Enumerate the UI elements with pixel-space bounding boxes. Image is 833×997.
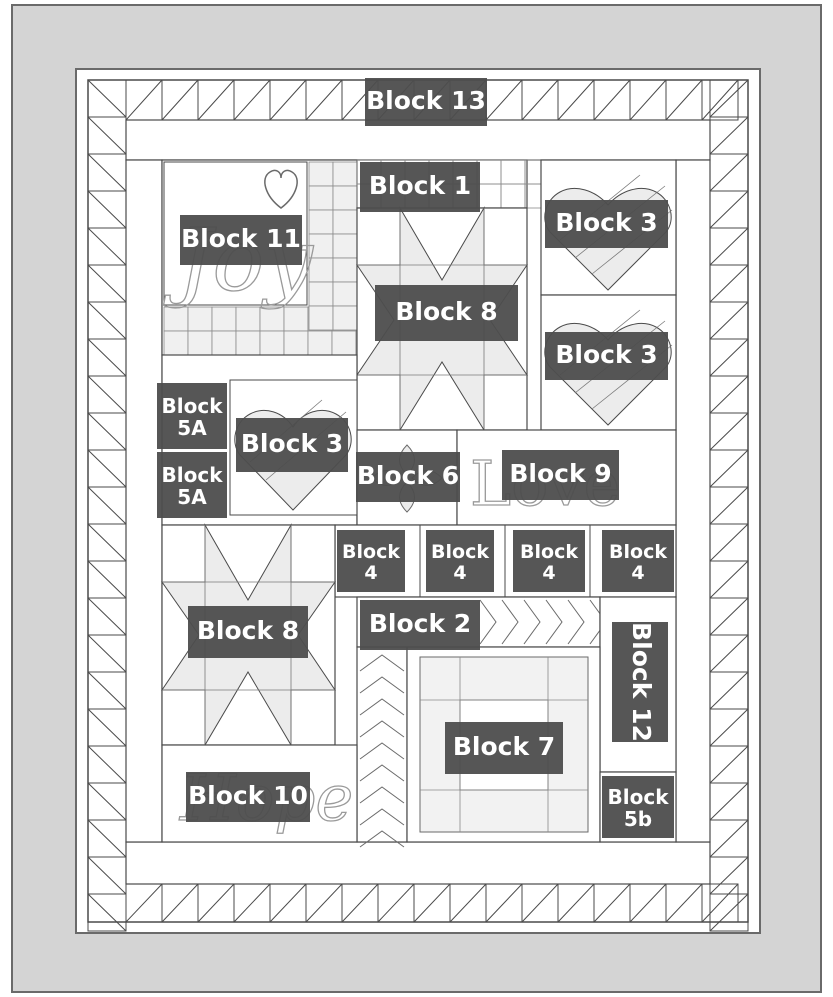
svg-text:4: 4 bbox=[542, 562, 555, 584]
svg-text:Block 6: Block 6 bbox=[357, 461, 459, 490]
label-block8-bottom: Block 8 bbox=[188, 606, 308, 658]
label-block10: Block 10 bbox=[186, 772, 310, 822]
label-block3-mid: Block 3 bbox=[545, 332, 668, 380]
label-block13: Block 13 bbox=[365, 78, 487, 126]
svg-text:Block 3: Block 3 bbox=[555, 208, 657, 237]
label-block9: Block 9 bbox=[502, 450, 619, 500]
svg-text:Block: Block bbox=[431, 541, 489, 563]
svg-text:Block: Block bbox=[609, 541, 667, 563]
svg-text:4: 4 bbox=[631, 562, 644, 584]
label-block12: Block 12 bbox=[612, 622, 668, 742]
label-block6: Block 6 bbox=[356, 452, 460, 502]
svg-text:Block 13: Block 13 bbox=[366, 86, 486, 115]
svg-text:5b: 5b bbox=[624, 807, 652, 831]
svg-text:Block: Block bbox=[342, 541, 400, 563]
label-block8-top: Block 8 bbox=[375, 285, 518, 341]
label-block7: Block 7 bbox=[445, 722, 563, 774]
svg-text:Block 2: Block 2 bbox=[369, 609, 471, 638]
svg-text:Block 8: Block 8 bbox=[197, 616, 299, 645]
bottom-sashing bbox=[126, 842, 710, 884]
svg-text:Block 3: Block 3 bbox=[241, 429, 343, 458]
svg-text:Block: Block bbox=[162, 394, 224, 418]
svg-text:Block: Block bbox=[162, 463, 224, 487]
svg-text:Block 7: Block 7 bbox=[453, 732, 555, 761]
svg-text:Block 8: Block 8 bbox=[395, 297, 497, 326]
svg-text:Block: Block bbox=[608, 785, 670, 809]
left-sashing bbox=[126, 160, 162, 842]
svg-text:Block 12: Block 12 bbox=[627, 622, 656, 742]
svg-text:Block 10: Block 10 bbox=[188, 781, 308, 810]
svg-text:Block 3: Block 3 bbox=[555, 340, 657, 369]
svg-text:5A: 5A bbox=[177, 416, 207, 440]
label-block1: Block 1 bbox=[360, 162, 480, 212]
svg-text:5A: 5A bbox=[177, 485, 207, 509]
label-block11: Block 11 bbox=[180, 215, 302, 265]
label-block2: Block 2 bbox=[360, 600, 480, 650]
svg-text:4: 4 bbox=[364, 562, 377, 584]
svg-text:4: 4 bbox=[453, 562, 466, 584]
right-sashing bbox=[676, 160, 710, 842]
svg-text:Block 1: Block 1 bbox=[369, 171, 471, 200]
svg-text:Block 11: Block 11 bbox=[181, 224, 301, 253]
label-block3-top: Block 3 bbox=[545, 200, 668, 248]
svg-text:Block 9: Block 9 bbox=[509, 459, 611, 488]
label-block3-left: Block 3 bbox=[236, 418, 348, 472]
svg-text:Block: Block bbox=[520, 541, 578, 563]
